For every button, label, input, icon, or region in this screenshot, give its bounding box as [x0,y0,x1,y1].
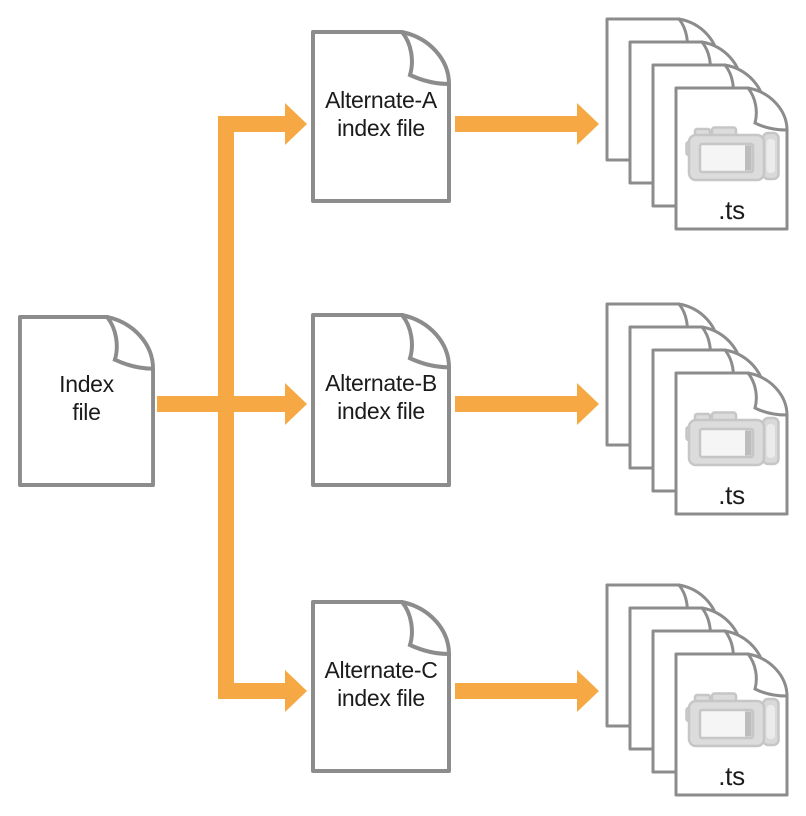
video-camera-icon [685,411,780,467]
alternate-a-label: Alternate-A index file [325,86,437,141]
document-icon [311,30,451,203]
ts-extension-label: .ts [718,761,745,791]
ts-segment-stack-c: .ts [605,583,789,797]
index-file-label: Index file [59,371,114,425]
arrow-branch-to-alt-a [218,103,307,145]
video-camera-icon [685,692,780,748]
document-icon [311,313,451,487]
alternate-b-label: Alternate-B index file [325,370,437,424]
index-file-node: Index file [18,315,155,487]
ts-document-front: .ts [674,371,789,516]
ts-document-front: .ts [674,86,789,231]
arrow-branch-to-alt-c [218,670,307,712]
arrow-alt-c-to-ts [455,670,599,712]
document-icon [18,315,155,487]
arrow-alt-b-to-ts [455,383,599,425]
ts-document-front: .ts [674,652,789,797]
arrow-alt-a-to-ts [455,103,599,145]
ts-segment-stack-a: .ts [605,17,789,231]
arrow-index-to-alt-b [157,383,307,425]
alternate-c-node: Alternate-C index file [311,600,451,773]
alternate-c-label: Alternate-C index file [324,656,438,711]
alternate-a-node: Alternate-A index file [311,30,451,203]
ts-extension-label: .ts [718,195,745,225]
alternate-b-node: Alternate-B index file [311,313,451,487]
ts-segment-stack-b: .ts [605,302,789,516]
document-icon [311,600,451,773]
ts-extension-label: .ts [718,480,745,510]
video-camera-icon [685,126,780,182]
